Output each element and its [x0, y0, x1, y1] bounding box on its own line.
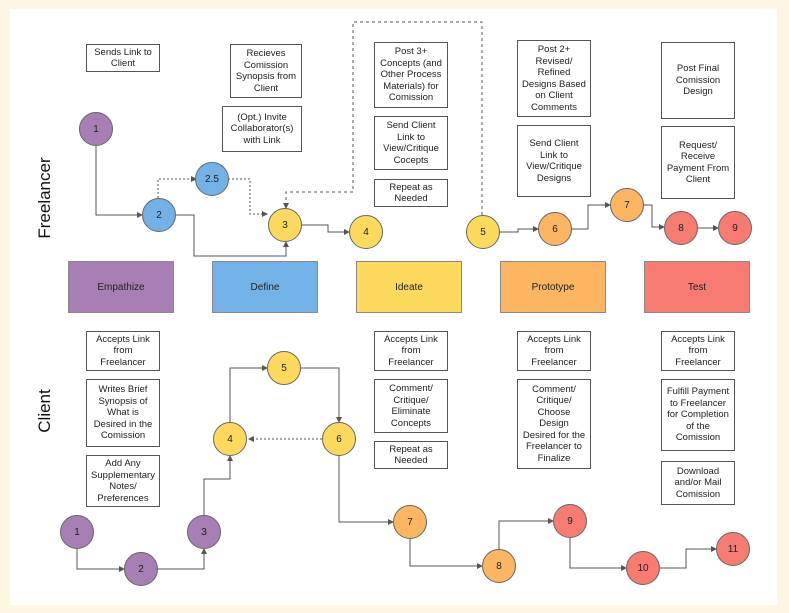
note-writes-brief: Writes Brief Synopsis of What is Desired…: [86, 379, 160, 447]
note-accepts-link-2: Accepts Link from Freelancer: [374, 331, 448, 371]
client-step-8: 8: [482, 549, 516, 583]
c-edge-9-10: [569, 538, 627, 571]
stage-define: Define: [212, 261, 318, 313]
client-step-10: 10: [626, 551, 660, 585]
freelancer-step-1: 1: [79, 112, 113, 146]
note-repeat-client: Repeat as Needed: [374, 441, 448, 469]
stage-prototype: Prototype: [500, 261, 606, 313]
f-edge-2-25: [157, 176, 197, 198]
f-edge-5-6: [500, 226, 539, 233]
note-accepts-link-4: Accepts Link from Freelancer: [661, 331, 735, 371]
c-edge-6-7: [338, 456, 394, 525]
f-edge-25-3: [228, 178, 268, 217]
client-step-9: 9: [553, 504, 587, 538]
client-step-4: 4: [213, 422, 247, 456]
note-receives-synopsis: Recieves Comission Synopsis from Client: [230, 44, 302, 98]
note-add-notes: Add Any Supplementary Notes/ Preferences: [86, 455, 160, 507]
f-edge-6-7: [572, 202, 611, 230]
c-edge-8-9: [498, 518, 554, 549]
note-comment-concepts: Comment/ Critique/ Eliminate Concepts: [374, 379, 448, 433]
note-request-payment: Request/ Receive Payment From Client: [661, 126, 735, 199]
c-edge-3-4: [203, 455, 233, 515]
client-step-7: 7: [393, 505, 427, 539]
freelancer-step-5: 5: [466, 215, 500, 249]
f-edge-2-3: [176, 214, 289, 257]
freelancer-step-7: 7: [610, 188, 644, 222]
freelancer-step-6: 6: [538, 212, 572, 246]
f-edge-7-8: [644, 204, 665, 230]
note-accepts-link-1: Accepts Link from Freelancer: [86, 331, 160, 371]
note-repeat-freelancer: Repeat as Needed: [374, 179, 448, 207]
client-step-2: 2: [124, 552, 158, 586]
freelancer-step-9: 9: [718, 211, 752, 245]
stage-ideate: Ideate: [356, 261, 462, 313]
note-comment-design: Comment/ Critique/ Choose Design Desired…: [517, 379, 591, 469]
freelancer-step-4: 4: [349, 215, 383, 249]
freelancer-step-2-5: 2.5: [195, 162, 229, 196]
f-edge-1-2: [95, 146, 143, 218]
c-edge-10-11: [660, 546, 717, 569]
note-post-final: Post Final Comission Design: [661, 42, 735, 119]
note-post-revised: Post 2+ Revised/ Refined Designs Based o…: [517, 40, 591, 117]
lane-label-freelancer: Freelancer: [35, 157, 54, 239]
note-post-concepts: Post 3+ Concepts (and Other Process Mate…: [374, 42, 448, 108]
c-edge-4-5: [229, 365, 268, 422]
client-step-3: 3: [187, 515, 221, 549]
note-download: Download and/or Mail Comission: [661, 461, 735, 505]
freelancer-step-2: 2: [142, 198, 176, 232]
client-step-6: 6: [322, 422, 356, 456]
note-sends-link: Sends Link to Client: [86, 44, 160, 72]
connector-lines: [76, 21, 719, 572]
freelancer-step-3: 3: [268, 208, 302, 242]
c-edge-2-3: [158, 548, 207, 570]
f-edge-3-4: [302, 224, 350, 235]
client-step-5: 5: [267, 351, 301, 385]
note-send-link-concepts: Send Client Link to View/Critique Cocept…: [374, 116, 448, 170]
stage-empathize: Empathize: [68, 261, 174, 313]
stage-test: Test: [644, 261, 750, 313]
note-send-link-designs: Send Client Link to View/Critique Design…: [517, 125, 591, 197]
lane-label-client: Client: [35, 389, 54, 433]
note-fulfill-payment: Fulfill Payment to Freelancer for Comple…: [661, 379, 735, 451]
note-accepts-link-3: Accepts Link from Freelancer: [517, 331, 591, 371]
client-step-1: 1: [60, 515, 94, 549]
process-diagram: Freelancer Client Empathize Define Ideat…: [10, 9, 777, 605]
c-edge-1-2: [76, 548, 125, 572]
c-edge-5-6: [301, 367, 342, 423]
c-edge-7-8: [409, 539, 483, 569]
note-invite-collaborator: (Opt.) Invite Collaborator(s) with Link: [222, 106, 302, 152]
client-step-11: 11: [716, 532, 750, 566]
freelancer-step-8: 8: [664, 211, 698, 245]
